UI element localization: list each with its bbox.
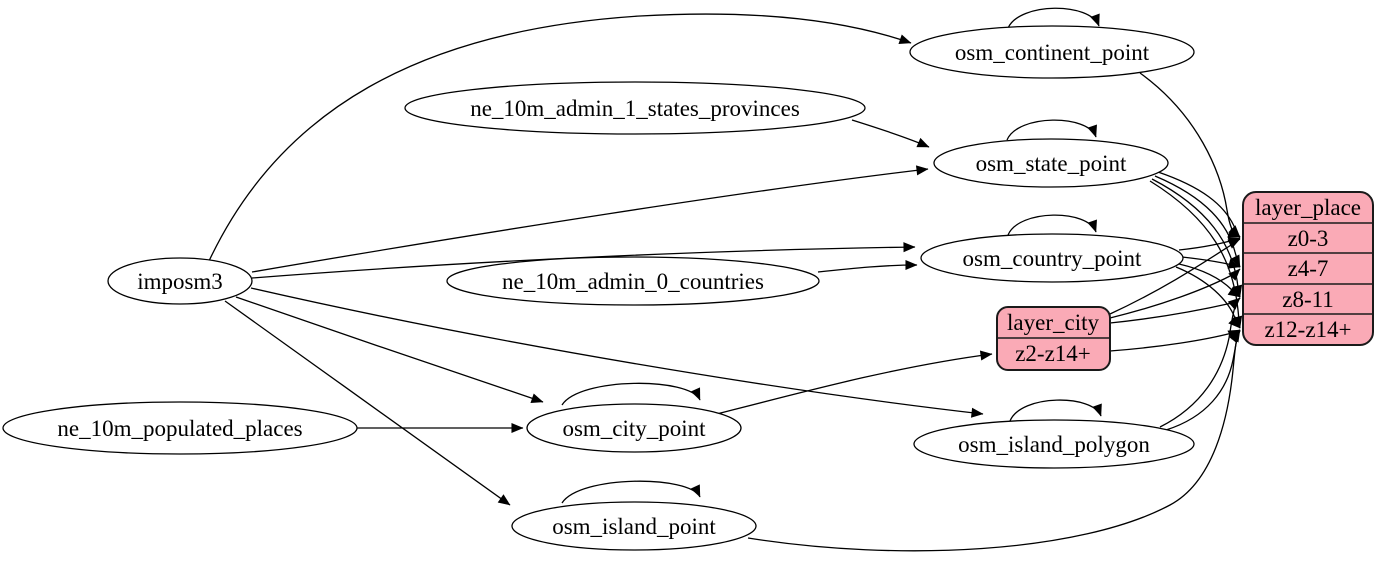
edge-osm_country_point-layer_place-z8-11 [1178,263,1241,298]
edge-imposm3-osm_state_point [251,165,929,273]
record-row-z4-7: z4-7 [1288,256,1329,281]
edge-osm_country_point-layer_place-z12-z14 [1175,266,1241,329]
node-ne_10m_admin_0_countries: ne_10m_admin_0_countries [446,256,820,306]
node-osm_city_point-shape [526,403,742,453]
self-loop-osm_island_point [561,480,701,504]
edge-imposm3-osm_city_point [235,296,544,404]
record-layer_place-title: layer_place [1255,195,1361,220]
node-imposm3-label: imposm3 [137,269,223,294]
node-osm_country_point-label: osm_country_point [963,246,1142,271]
node-ne_10m_admin_1_states_provinces-shape [404,81,866,135]
node-osm_continent_point: osm_continent_point [909,25,1195,79]
edge-osm_state_point-layer_place-z8-11 [1151,178,1243,298]
edge-osm_island_polygon-layer_place-z8-11 [1159,297,1241,428]
node-osm_state_point-label: osm_state_point [976,151,1127,176]
node-osm_island_point-shape [511,501,757,551]
edge-osm_island_point-layer_place-z12-z14 [747,330,1241,552]
edge-ne_10m_admin_0_countries-osm_country_point [817,259,918,273]
node-osm_island_polygon-shape [913,419,1195,469]
edge-layer_city-layer_place-z4-7 [1109,268,1241,319]
record-layer_place: layer_place z0-3 z4-7 z8-11 z12-z14+ [1242,191,1374,346]
record-row-z12-z14: z12-z14+ [1264,317,1351,342]
self-loop-osm_country_point [1007,214,1097,236]
node-osm_continent_point-label: osm_continent_point [955,40,1150,65]
self-loop-osm_continent_point [1007,7,1100,29]
edge-imposm3-osm_continent_point [208,13,912,262]
node-osm_state_point-shape [933,138,1169,188]
node-ne_10m_admin_0_countries-shape [446,256,820,306]
record-row-z2-z14: z2-z14+ [1015,341,1091,366]
node-ne_10m_populated_places-shape [2,401,358,455]
record-layer_place-box [1242,191,1374,346]
edge-ne_10m_admin_1_states_provinces-osm_state_point [851,119,930,148]
edge-osm_country_point-layer_place-z4-7 [1181,256,1241,269]
edge-osm_city_point-layer_city-z2-z14 [716,350,993,415]
edge-imposm3-osm_island_point [224,300,511,506]
self-loop-osm_island_polygon [1009,399,1102,422]
node-osm_city_point: osm_city_point [526,403,742,453]
node-ne_10m_admin_1_states_provinces: ne_10m_admin_1_states_provinces [404,81,866,135]
edge-imposm3-osm_island_polygon [250,287,984,418]
node-osm_island_point: osm_island_point [511,501,757,551]
record-row-z0-3: z0-3 [1288,226,1329,251]
edges-group [208,7,1243,552]
edge-layer_city-layer_place-z8-11 [1109,297,1241,324]
self-loop-osm_city_point [561,382,701,406]
node-osm_island_polygon-label: osm_island_polygon [958,432,1150,457]
record-row-z8-11: z8-11 [1282,287,1334,312]
node-imposm3-shape [107,257,253,305]
node-ne_10m_admin_1_states_provinces-label: ne_10m_admin_1_states_provinces [470,96,800,121]
edge-layer_city-layer_place-z12-z14 [1109,329,1241,352]
self-loop-osm_state_point [1006,119,1097,141]
node-imposm3: imposm3 [107,257,253,305]
node-osm_state_point: osm_state_point [933,138,1169,188]
node-ne_10m_populated_places-label: ne_10m_populated_places [57,416,302,441]
edge-osm_island_polygon-layer_place-z12-z14 [1165,329,1241,431]
node-osm_continent_point-shape [909,25,1195,79]
node-ne_10m_admin_0_countries-label: ne_10m_admin_0_countries [502,269,764,294]
edge-osm_state_point-layer_place-z0-3 [1157,171,1241,238]
node-osm_city_point-label: osm_city_point [562,416,706,441]
node-ne_10m_populated_places: ne_10m_populated_places [2,401,358,455]
node-osm_country_point: osm_country_point [920,233,1184,283]
node-osm_country_point-shape [920,233,1184,283]
node-osm_island_point-label: osm_island_point [552,514,716,539]
edge-layer_city-layer_place-z0-3 [1109,238,1241,315]
record-layer_city-title: layer_city [1007,310,1099,335]
node-osm_island_polygon: osm_island_polygon [913,419,1195,469]
record-layer_city: layer_city z2-z14+ [996,306,1111,371]
